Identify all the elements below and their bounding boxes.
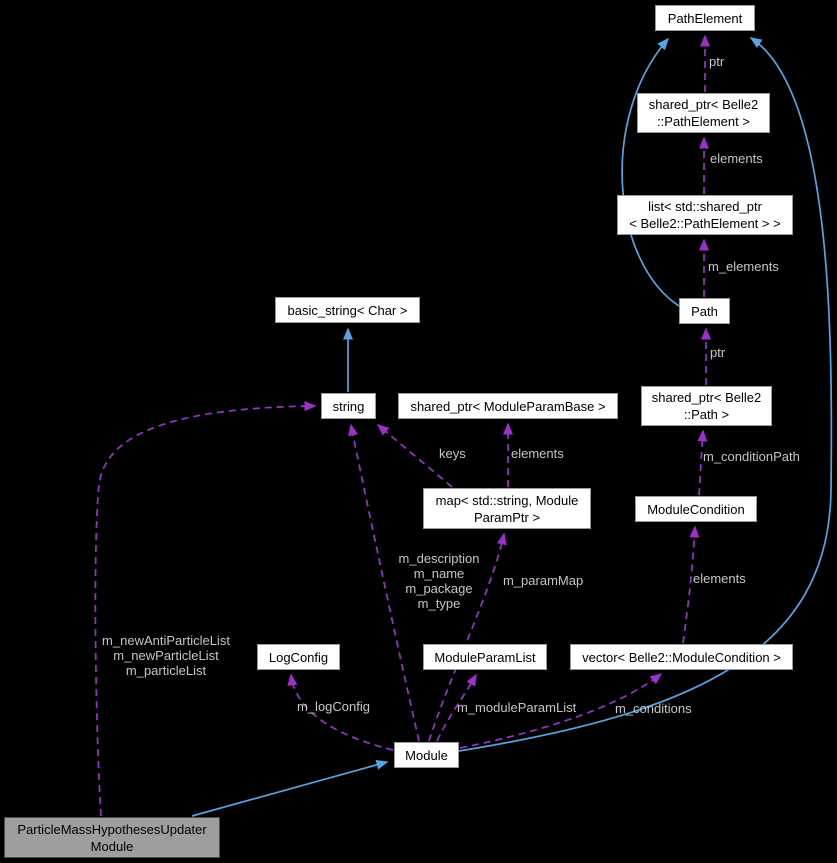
node-path[interactable]: Path [679, 298, 730, 324]
edge-usage-keys-string [376, 424, 453, 488]
node-pathelement[interactable]: PathElement [655, 5, 755, 31]
node-moduleparamlist[interactable]: ModuleParamList [423, 644, 547, 670]
edge-usage-modulestrings-string [348, 423, 420, 742]
edge-usage-elements-modulecondition [682, 525, 700, 644]
node-shared-ptr-moduleparambase[interactable]: shared_ptr< ModuleParamBase > [398, 393, 618, 419]
edge-usage-mconditionpath-sharedptrpath [697, 429, 708, 496]
edge-label-m-conditions: m_conditions [615, 701, 692, 716]
node-map-moduleparamptr[interactable]: map< std::string, Module ParamPtr > [423, 488, 591, 529]
node-list-shared-ptr-pathelement[interactable]: list< std::shared_ptr < Belle2::PathElem… [617, 195, 793, 235]
edge-label-elements-top: elements [710, 151, 763, 166]
edge-inheritance-module-pathelement [458, 37, 833, 752]
edge-label-main-string-members: m_newAntiParticleList m_newParticleList … [102, 633, 230, 678]
node-shared-ptr-pathelement[interactable]: shared_ptr< Belle2 ::PathElement > [637, 93, 770, 133]
edge-label-m-logconfig: m_logConfig [297, 699, 370, 714]
edge-label-elements-mpb: elements [511, 446, 564, 461]
node-basic-string[interactable]: basic_string< Char > [275, 297, 420, 323]
edge-usage-mparammap-map [428, 532, 507, 742]
node-vector-modulecondition[interactable]: vector< Belle2::ModuleCondition > [570, 644, 793, 670]
edge-label-m-parammap: m_paramMap [503, 573, 584, 588]
node-particlemasshypothesesupdatermodule: ParticleMassHypothesesUpdater Module [4, 817, 220, 858]
node-logconfig[interactable]: LogConfig [257, 644, 340, 670]
edge-inheritance-main-module [191, 759, 389, 817]
edge-label-m-moduleparamlist: m_moduleParamList [457, 700, 577, 715]
edge-label-ptr-mid: ptr [710, 345, 726, 360]
edge-label-keys: keys [439, 446, 466, 461]
edge-label-m-elements: m_elements [708, 259, 779, 274]
node-modulecondition[interactable]: ModuleCondition [635, 496, 757, 522]
edge-label-module-string-members: m_description m_name m_package m_type [398, 551, 480, 611]
node-module[interactable]: Module [394, 742, 459, 768]
edge-label-m-conditionpath: m_conditionPath [703, 449, 800, 464]
edge-usage-mlogconfig-logconfig [287, 673, 394, 751]
edge-usage-mconditions-vector [459, 673, 663, 749]
node-shared-ptr-path[interactable]: shared_ptr< Belle2 ::Path > [641, 386, 772, 426]
edge-label-ptr-top: ptr [709, 54, 725, 69]
node-string[interactable]: string [321, 393, 376, 419]
edge-inheritance-path-pathelement [621, 37, 680, 307]
edge-usage-mmoduleparamlist-moduleparamlist [436, 673, 477, 742]
edge-label-elements-condition: elements [693, 571, 746, 586]
edge-usage-mainstrings-string [94, 401, 317, 817]
